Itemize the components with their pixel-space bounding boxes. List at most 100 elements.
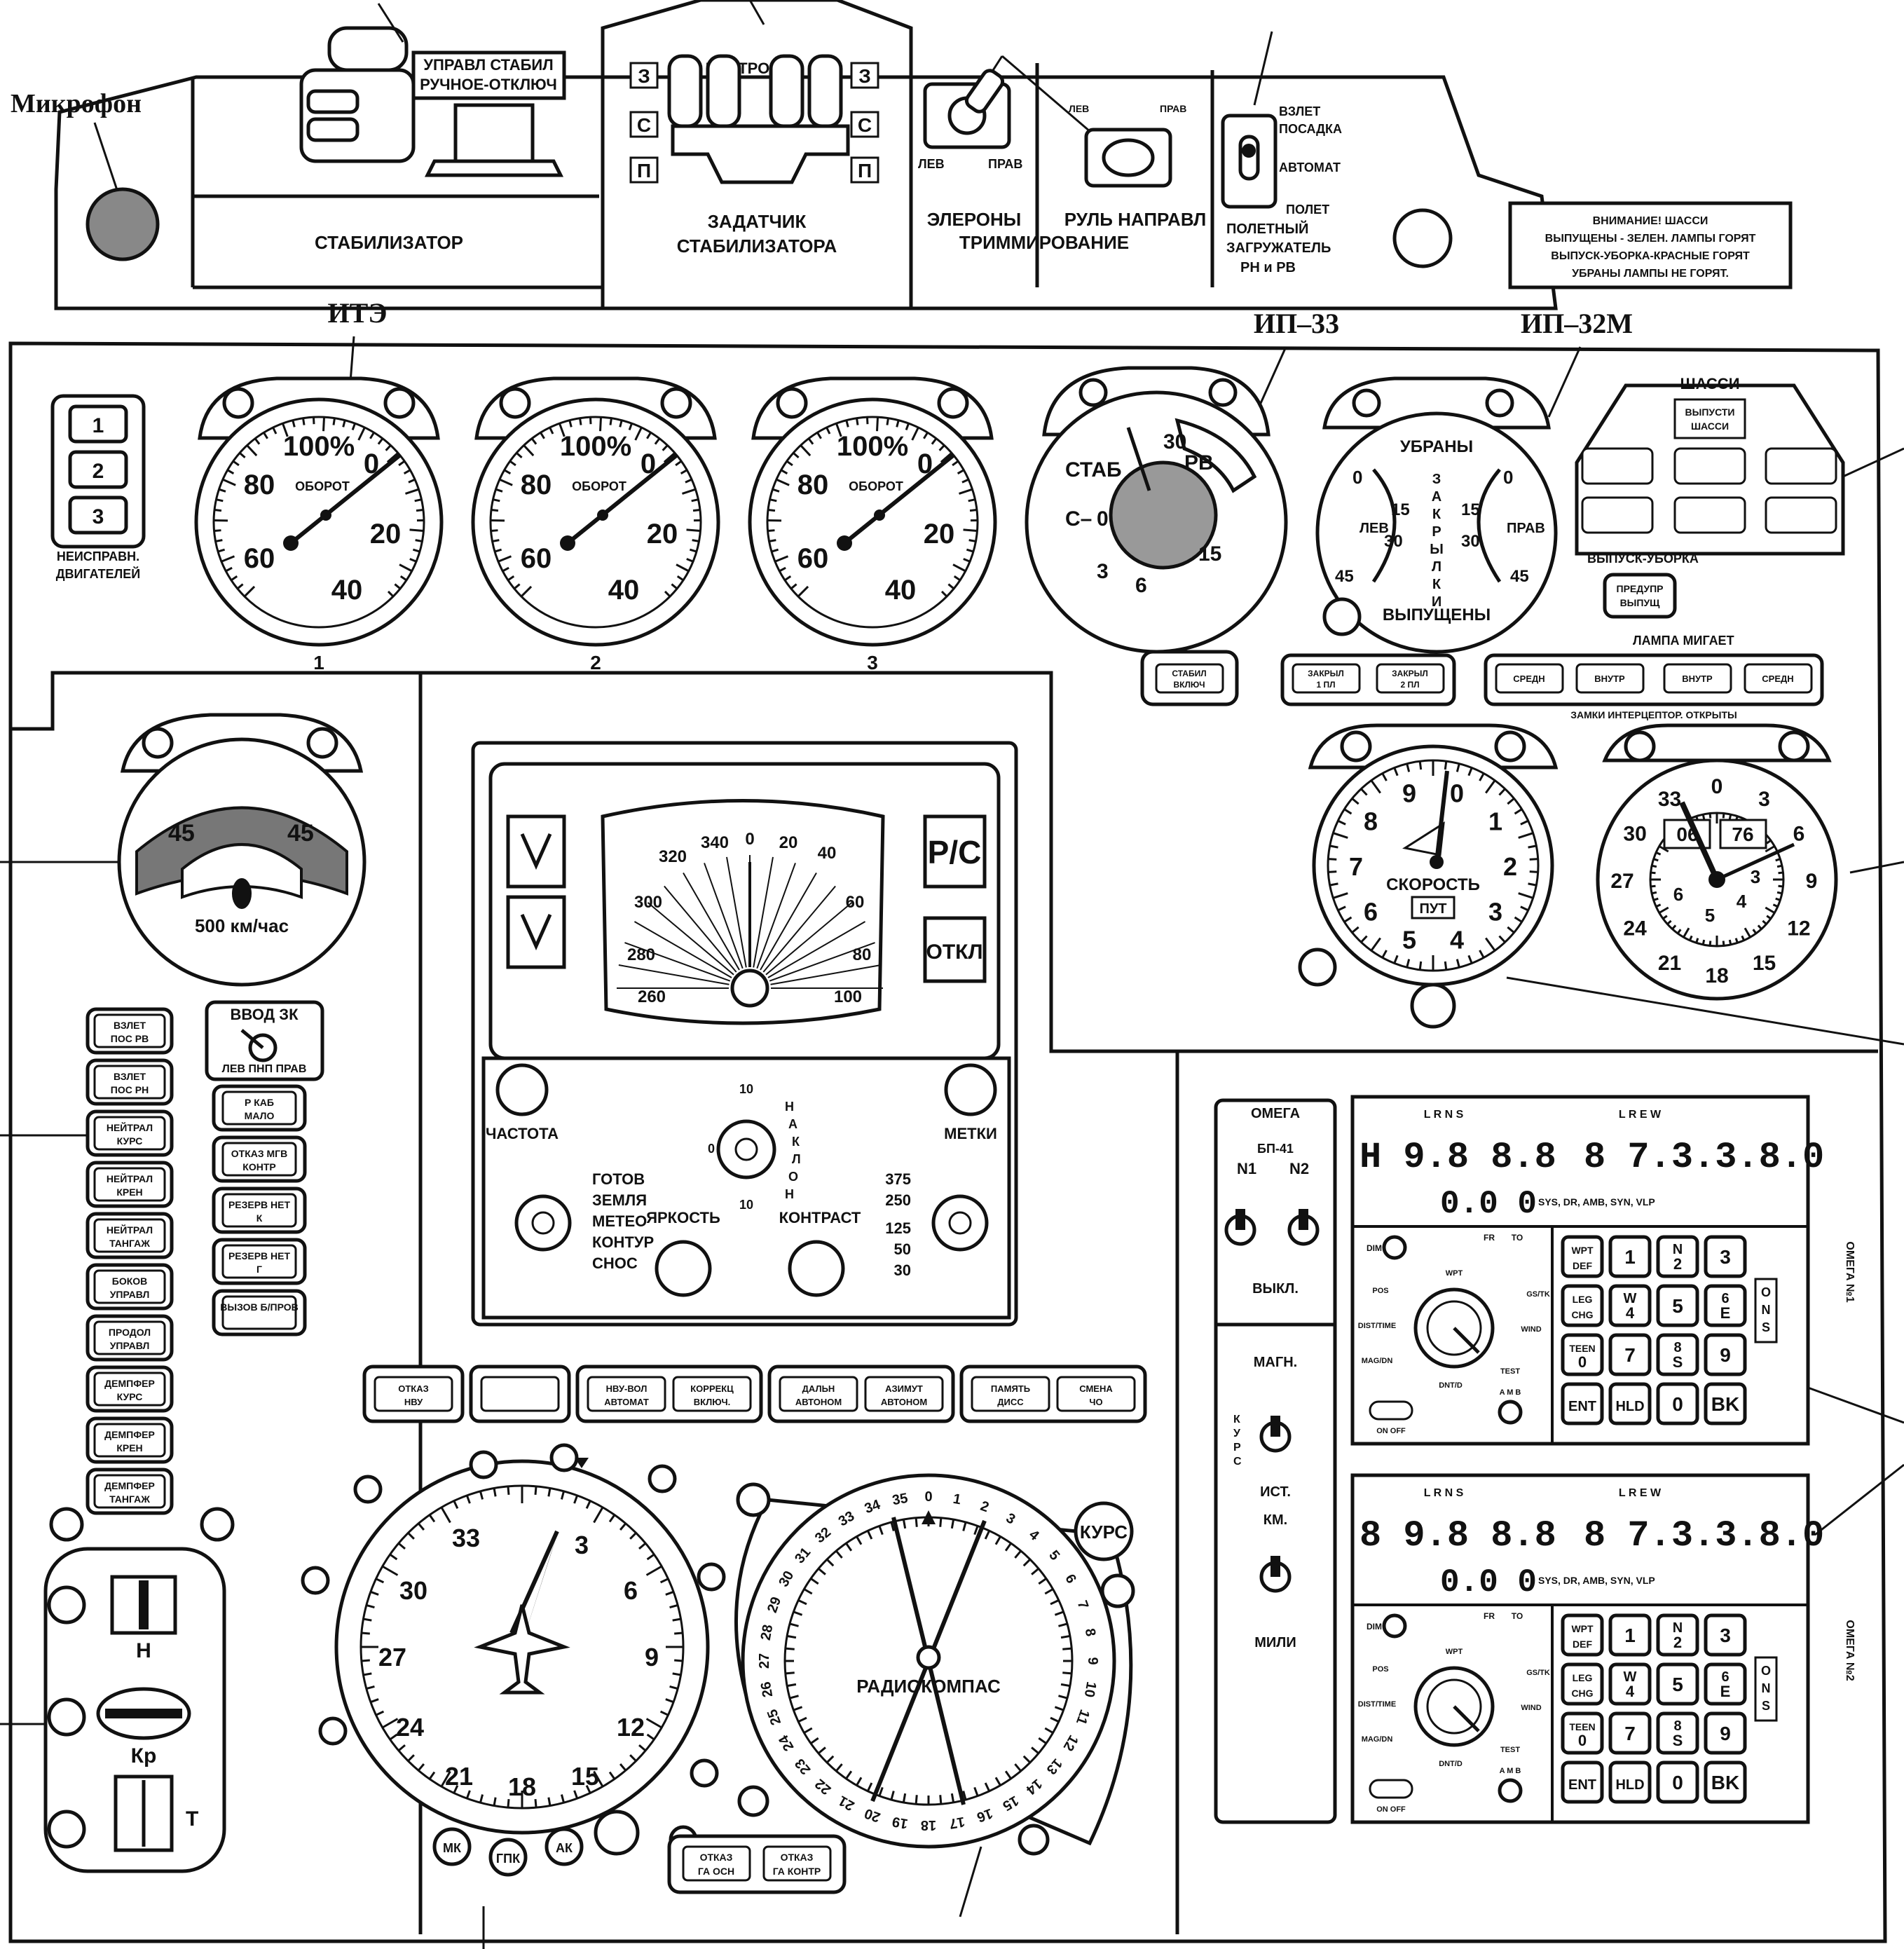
radar-brightness-knob[interactable] xyxy=(655,1240,712,1297)
omega-key-5[interactable] xyxy=(1608,1284,1652,1327)
autopilot-button-6[interactable] xyxy=(93,1320,166,1355)
omega-key-15[interactable] xyxy=(1704,1382,1747,1425)
hsi-knob-0[interactable] xyxy=(432,1827,472,1866)
omega-key-2[interactable] xyxy=(1656,1235,1699,1278)
omega-key-10[interactable] xyxy=(1656,1333,1699,1376)
flaps-1-button[interactable] xyxy=(1292,663,1361,694)
omega-key-5[interactable] xyxy=(1608,1662,1652,1706)
system-button-1[interactable] xyxy=(221,1142,297,1177)
omega-key-0[interactable] xyxy=(1561,1235,1604,1278)
omega-key-7[interactable] xyxy=(1704,1662,1747,1706)
omega-key-4[interactable] xyxy=(1561,1284,1604,1327)
radar-off-button[interactable] xyxy=(923,916,987,983)
hsi-course-knob[interactable] xyxy=(594,1810,640,1856)
omega-n2-switch[interactable] xyxy=(1287,1209,1320,1246)
omega-key-11[interactable] xyxy=(1704,1333,1747,1376)
omega-key-6[interactable] xyxy=(1656,1284,1699,1327)
omega-key-8[interactable] xyxy=(1561,1711,1604,1755)
omega-n1-switch[interactable] xyxy=(1224,1209,1256,1246)
omega-power-switch[interactable] xyxy=(1369,1400,1413,1421)
omega-key-9[interactable] xyxy=(1608,1333,1652,1376)
ga-contr-fail-button[interactable] xyxy=(762,1845,832,1882)
stab-on-button[interactable] xyxy=(1155,663,1224,694)
autopilot-button-3[interactable] xyxy=(93,1167,166,1202)
system-button-2[interactable] xyxy=(221,1193,297,1228)
stabilizer-lever[interactable] xyxy=(299,26,564,177)
omega-key-4[interactable] xyxy=(1561,1662,1604,1706)
left-lamp-1[interactable] xyxy=(49,1507,84,1542)
omega-key-7[interactable] xyxy=(1704,1284,1747,1327)
radiocompass-course-knob[interactable] xyxy=(1074,1501,1134,1561)
nav-button-0[interactable] xyxy=(374,1376,453,1412)
omega-amb-knob[interactable] xyxy=(1498,1778,1523,1803)
system-button-4[interactable] xyxy=(221,1295,297,1330)
nav-button-4[interactable] xyxy=(779,1376,858,1412)
omega-key-6[interactable] xyxy=(1656,1662,1699,1706)
ga-main-fail-button[interactable] xyxy=(682,1845,751,1882)
omega-key-13[interactable] xyxy=(1608,1382,1652,1425)
nav-button-7[interactable] xyxy=(1056,1376,1136,1412)
gear-release-button[interactable] xyxy=(1673,398,1746,439)
left-lamp-2[interactable] xyxy=(200,1507,235,1542)
omega-key-3[interactable] xyxy=(1704,1235,1747,1278)
centering-lever-right[interactable] xyxy=(769,54,843,128)
radar-contrast-knob[interactable] xyxy=(788,1240,845,1297)
nav-button-6[interactable] xyxy=(971,1376,1050,1412)
autopilot-button-5[interactable] xyxy=(93,1269,166,1304)
omega-key-14[interactable] xyxy=(1656,1382,1699,1425)
omega-key-0[interactable] xyxy=(1561,1613,1604,1657)
autopilot-button-4[interactable] xyxy=(93,1218,166,1253)
spoiler-1-button[interactable] xyxy=(1495,663,1564,694)
gear-emergency-button[interactable] xyxy=(1603,573,1677,619)
omega-key-8[interactable] xyxy=(1561,1333,1604,1376)
autopilot-button-9[interactable] xyxy=(93,1474,166,1509)
engine-3-fault-button[interactable] xyxy=(68,495,128,535)
aileron-trim-switch[interactable] xyxy=(923,68,1011,149)
omega-key-15[interactable] xyxy=(1704,1760,1747,1804)
omega-key-12[interactable] xyxy=(1561,1382,1604,1425)
system-button-0[interactable] xyxy=(221,1090,297,1126)
nav-button-3[interactable] xyxy=(672,1376,752,1412)
omega-key-10[interactable] xyxy=(1656,1711,1699,1755)
hsi-knob-1[interactable] xyxy=(488,1838,528,1877)
engine-1-fault-button[interactable] xyxy=(68,404,128,444)
autopilot-button-7[interactable] xyxy=(93,1372,166,1407)
flaps-2-button[interactable] xyxy=(1376,663,1445,694)
omega-power-switch[interactable] xyxy=(1369,1779,1413,1799)
omega-units-switch[interactable] xyxy=(1259,1556,1292,1593)
omega-course-switch[interactable] xyxy=(1259,1416,1292,1453)
omega-key-1[interactable] xyxy=(1608,1235,1652,1278)
svg-text:ЛЕВ: ЛЕВ xyxy=(918,157,945,171)
omega-dim-knob[interactable] xyxy=(1382,1613,1407,1639)
engine-2-fault-button[interactable] xyxy=(68,450,128,489)
rudder-trim-switch[interactable] xyxy=(1084,128,1172,188)
autopilot-button-1[interactable] xyxy=(93,1065,166,1100)
autopilot-button-8[interactable] xyxy=(93,1423,166,1458)
nav-button-2[interactable] xyxy=(587,1376,666,1412)
airspeed-knob[interactable] xyxy=(1410,983,1456,1029)
omega-amb-knob[interactable] xyxy=(1498,1400,1523,1425)
omega-key-3[interactable] xyxy=(1704,1613,1747,1657)
autopilot-button-0[interactable] xyxy=(93,1013,166,1048)
nav-button-1[interactable] xyxy=(480,1376,560,1412)
omega-key-14[interactable] xyxy=(1656,1760,1699,1804)
autopilot-button-2[interactable] xyxy=(93,1116,166,1151)
omega-key-1[interactable] xyxy=(1608,1613,1652,1657)
spoiler-4-button[interactable] xyxy=(1744,663,1813,694)
nav-button-5[interactable] xyxy=(864,1376,944,1412)
omega-dim-knob[interactable] xyxy=(1382,1235,1407,1260)
centering-lever-left[interactable] xyxy=(667,54,741,128)
system-button-3[interactable] xyxy=(221,1244,297,1279)
omega-key-2[interactable] xyxy=(1656,1613,1699,1657)
spoiler-2-button[interactable] xyxy=(1575,663,1645,694)
radar-marks-knob[interactable] xyxy=(944,1063,997,1116)
top-panel-lamp[interactable] xyxy=(1392,208,1453,268)
omega-key-13[interactable] xyxy=(1608,1760,1652,1804)
loader-mode-switch[interactable] xyxy=(1221,114,1278,209)
hsi-knob-2[interactable] xyxy=(545,1827,584,1866)
radar-freq-knob[interactable] xyxy=(495,1063,549,1116)
omega-key-12[interactable] xyxy=(1561,1760,1604,1804)
omega-key-9[interactable] xyxy=(1608,1711,1652,1755)
spoiler-3-button[interactable] xyxy=(1663,663,1732,694)
omega-key-11[interactable] xyxy=(1704,1711,1747,1755)
